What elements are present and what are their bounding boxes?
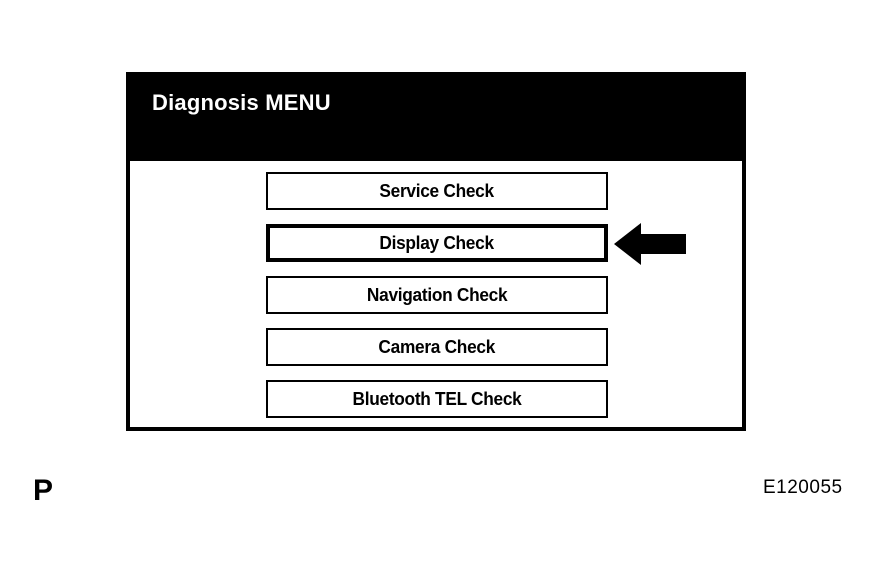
menu-button-label: Navigation Check (366, 284, 508, 305)
arrow-left-icon (614, 222, 686, 266)
diagnosis-screen-panel: Diagnosis MENU Service Check Display Che… (126, 72, 746, 431)
figure-code: E120055 (763, 477, 843, 498)
figure-marker: P (33, 474, 54, 507)
menu-button-display-check[interactable]: Display Check (266, 224, 608, 262)
menu-button-navigation-check[interactable]: Navigation Check (266, 276, 608, 314)
menu-button-label: Bluetooth TEL Check (352, 388, 522, 409)
menu-button-label: Service Check (379, 180, 495, 201)
diagnosis-menu-list: Service Check Display Check Navigation C… (266, 172, 608, 432)
screen-header-bar: Diagnosis MENU (126, 72, 746, 161)
menu-button-label: Camera Check (378, 336, 496, 357)
menu-button-label: Display Check (379, 232, 495, 253)
screen-body: Service Check Display Check Navigation C… (126, 161, 746, 431)
menu-button-service-check[interactable]: Service Check (266, 172, 608, 210)
menu-button-bluetooth-tel-check[interactable]: Bluetooth TEL Check (266, 380, 608, 418)
menu-button-camera-check[interactable]: Camera Check (266, 328, 608, 366)
screen-title: Diagnosis MENU (152, 90, 331, 115)
